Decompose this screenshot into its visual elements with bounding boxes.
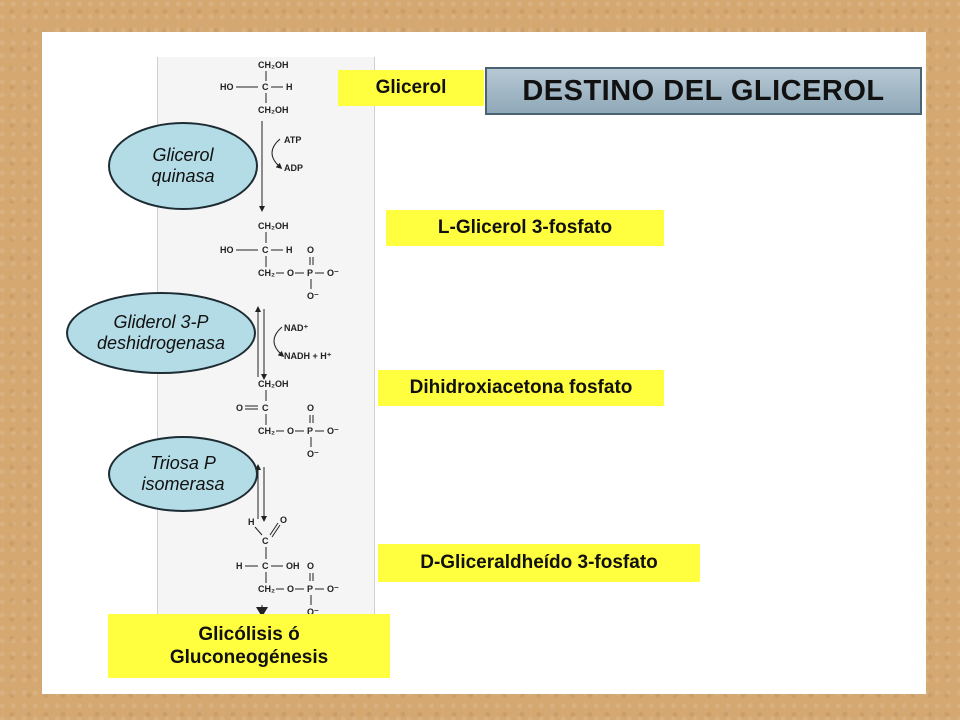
chem-om: O⁻ — [307, 449, 319, 459]
chem-h: H — [286, 82, 293, 92]
enzyme-glicerol-quinasa: Glicerol quinasa — [108, 122, 258, 210]
label-dhap: Dihidroxiacetona fosfato — [378, 370, 664, 406]
chem-c: C — [262, 561, 269, 571]
label-glicerol: Glicerol — [338, 70, 484, 106]
enzyme-line1: Gliderol 3-P — [113, 312, 209, 332]
step1-arrows: ATP ADP — [259, 121, 303, 212]
chem-o: O — [287, 268, 294, 278]
enzyme-line1: Triosa P — [150, 453, 216, 473]
chem-ch2oh: CH₂OH — [258, 221, 289, 231]
structures-svg: CH₂OH HO C H CH₂OH ATP ADP CH₂OH — [220, 60, 339, 617]
chem-p: P — [307, 584, 313, 594]
chem-ch2: CH₂ — [258, 426, 275, 436]
enzyme-line2: isomerasa — [141, 474, 225, 494]
slide: CH₂OH HO C H CH₂OH ATP ADP CH₂OH — [42, 32, 926, 694]
chem-ho: HO — [220, 245, 234, 255]
chem-om: O⁻ — [307, 291, 319, 301]
label-gap: D-Gliceraldheído 3-fosfato — [378, 544, 700, 582]
dhap-structure: CH₂OH O C CH₂ O P O⁻ O O⁻ — [236, 379, 339, 459]
chem-ch2oh: CH₂OH — [258, 105, 289, 115]
enzyme-line2: quinasa — [151, 166, 215, 186]
chem-p: P — [307, 268, 313, 278]
chem-o: O — [280, 515, 287, 525]
final-line2: Gluconeogénesis — [169, 647, 329, 668]
chem-ch2oh: CH₂OH — [258, 379, 289, 389]
atp-label: ATP — [284, 135, 301, 145]
chem-c: C — [262, 245, 269, 255]
chem-ho: HO — [220, 82, 234, 92]
chem-c: C — [262, 536, 269, 546]
enzyme-triosa-p-isomerasa: Triosa P isomerasa — [108, 436, 258, 512]
nad-label: NAD⁺ — [284, 323, 308, 333]
adp-label: ADP — [284, 163, 303, 173]
chem-om: O⁻ — [327, 268, 339, 278]
nadh-label: NADH + H⁺ — [284, 351, 332, 361]
chem-o: O — [287, 426, 294, 436]
g3p-structure: CH₂OH HO C H CH₂ O P O⁻ O O⁻ — [220, 221, 339, 301]
final-line1: Glicólisis ó — [198, 624, 300, 645]
page-title: DESTINO DEL GLICEROL — [485, 67, 922, 115]
chem-om: O⁻ — [327, 426, 339, 436]
chem-o: O — [287, 584, 294, 594]
enzyme-line2: deshidrogenasa — [96, 333, 226, 353]
chem-o: O — [307, 561, 314, 571]
gap-structure: H C O H C OH CH₂ O P O⁻ — [236, 515, 339, 617]
chem-om: O⁻ — [307, 607, 319, 617]
enzyme-line1: Glicerol — [152, 145, 214, 165]
chem-om: O⁻ — [327, 584, 339, 594]
chem-h: H — [236, 561, 243, 571]
chem-ch2: CH₂ — [258, 584, 275, 594]
chem-ch2: CH₂ — [258, 268, 275, 278]
chem-oh: OH — [286, 561, 300, 571]
chem-o: O — [236, 403, 243, 413]
chem-ch2oh: CH₂OH — [258, 60, 289, 70]
step3-arrows — [255, 464, 267, 522]
step2-arrows: NAD⁺ NADH + H⁺ — [255, 306, 332, 380]
chem-h: H — [248, 517, 255, 527]
chem-h: H — [286, 245, 293, 255]
chem-p: P — [307, 426, 313, 436]
chem-o: O — [307, 245, 314, 255]
final-arrowhead — [256, 607, 268, 617]
label-final: Glicólisis ó Gluconeogénesis — [108, 614, 390, 678]
chem-o: O — [307, 403, 314, 413]
enzyme-glicerol-3p-deshidrogenasa: Gliderol 3-P deshidrogenasa — [66, 292, 256, 374]
label-g3p: L-Glicerol 3-fosfato — [386, 210, 664, 246]
glycerol-structure: CH₂OH HO C H CH₂OH — [220, 60, 293, 115]
chem-c: C — [262, 403, 269, 413]
chem-c: C — [262, 82, 269, 92]
